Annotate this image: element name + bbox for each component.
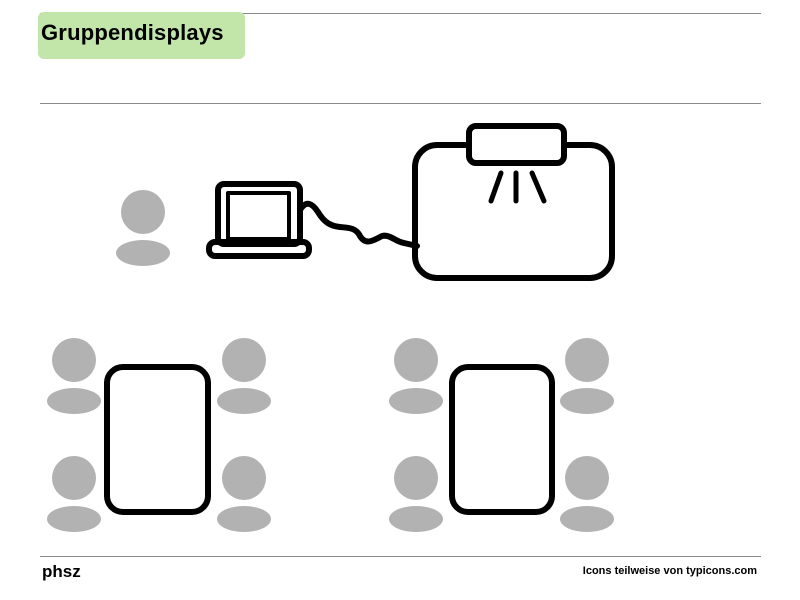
cable-icon <box>297 200 420 249</box>
person-icon <box>47 338 101 414</box>
title-banner: Gruppendisplays <box>38 12 245 59</box>
footer-logo: phsz <box>42 562 81 581</box>
person-icon <box>560 338 614 414</box>
projector-icon <box>412 123 615 281</box>
person-icon <box>560 456 614 532</box>
header-rule <box>40 103 761 104</box>
person-icon <box>47 456 101 532</box>
person-icon <box>217 338 271 414</box>
page-title: Gruppendisplays <box>41 20 224 45</box>
group-display-icon <box>449 364 555 515</box>
person-icon <box>389 338 443 414</box>
top-rule <box>40 13 761 14</box>
footer-rule <box>40 556 761 557</box>
group-display-icon <box>104 364 211 515</box>
laptop-icon <box>206 181 312 259</box>
person-icon <box>217 456 271 532</box>
person-icon <box>389 456 443 532</box>
presenter-person-icon <box>116 190 170 266</box>
footer-credit: Icons teilweise von typicons.com <box>582 565 757 577</box>
